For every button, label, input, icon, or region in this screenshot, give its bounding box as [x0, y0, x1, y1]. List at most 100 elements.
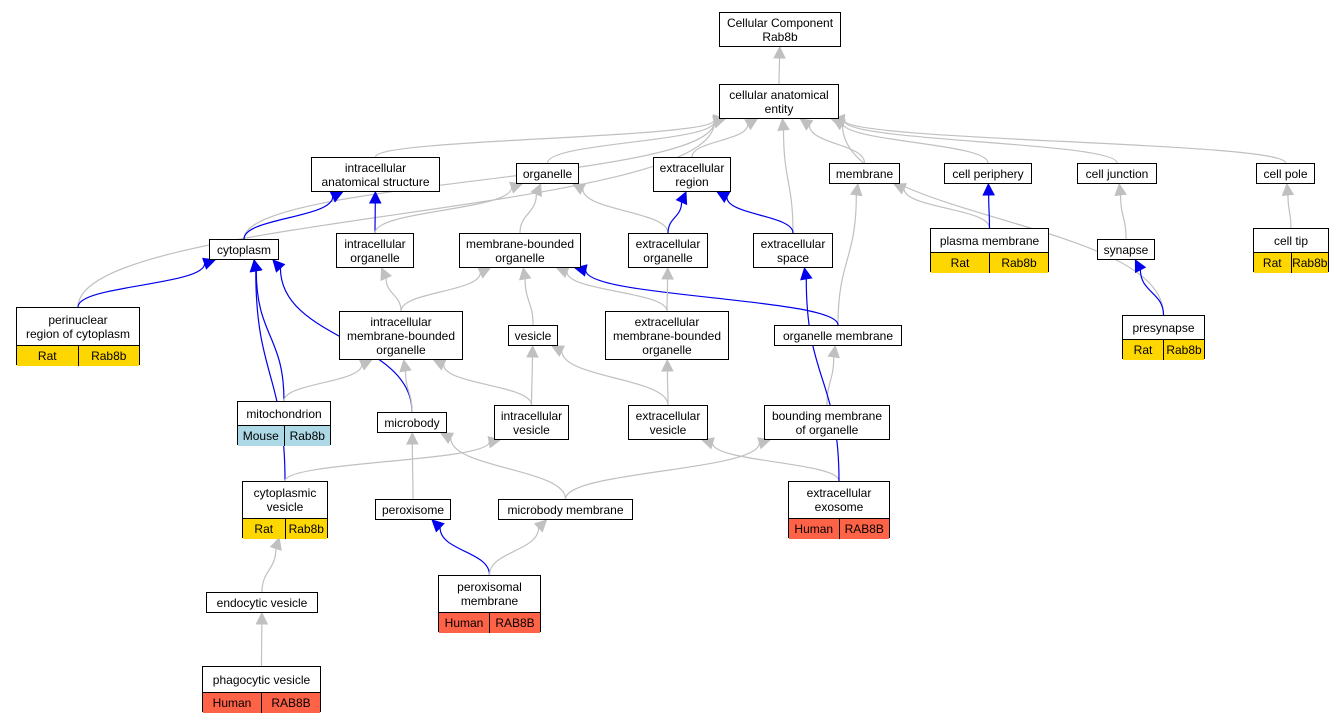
edge-perinuc-to-cytoplasm: [77, 263, 206, 308]
gene-cell: RAB8B: [838, 519, 889, 539]
edge-extspace-to-cae: [782, 129, 794, 234]
node-extspace[interactable]: extracellular space: [753, 233, 833, 268]
node-cellper[interactable]: cell periphery: [944, 163, 1032, 184]
node-extves[interactable]: extracellular vesicle: [628, 405, 708, 440]
node-label: intracellular organelle: [344, 236, 406, 265]
node-ias[interactable]: intracellular anatomical structure: [311, 157, 440, 192]
arrowhead-microbody-to-imbo: [399, 358, 412, 373]
node-label: organelle: [522, 166, 573, 181]
node-endoves[interactable]: endocytic vesicle: [206, 592, 318, 613]
arrowhead-endoves-to-cytves: [269, 536, 282, 551]
node-label: organelle membrane: [782, 328, 894, 343]
node-label: bounding membrane of organelle: [771, 408, 883, 437]
node-root[interactable]: Cellular Component Rab8b: [719, 12, 841, 47]
node-extreg[interactable]: extracellular region: [653, 157, 731, 192]
edge-synapse-to-celljunc: [1119, 194, 1127, 240]
arrowhead-imbo-to-intorg: [380, 266, 392, 282]
gene-cell: Rab8b: [1163, 340, 1204, 360]
arrowhead-vesicle-to-mbo: [518, 266, 532, 281]
edge-orgmem-to-mbo: [585, 270, 839, 326]
arrowhead-mbo-to-organelle: [530, 182, 542, 198]
node-orgmem[interactable]: organelle membrane: [774, 325, 902, 346]
node-label: intracellular vesicle: [500, 408, 563, 437]
arrowhead-extreg-to-cae: [744, 118, 759, 131]
edge-imbo-to-mbo: [400, 272, 481, 312]
arrowhead-intorg-to-ias: [368, 190, 382, 204]
edge-cytves-to-intves: [284, 441, 490, 482]
node-imbo[interactable]: intracellular membrane-bounded organelle: [339, 311, 463, 360]
node-label: microbody membrane: [507, 502, 624, 517]
edge-bmo-to-orgmem: [826, 356, 835, 406]
node-intves[interactable]: intracellular vesicle: [494, 405, 569, 440]
gene-cell: Rab8b: [77, 346, 139, 366]
node-intorg[interactable]: intracellular organelle: [336, 233, 414, 268]
node-vesicle[interactable]: vesicle: [508, 325, 558, 346]
node-mbmem[interactable]: microbody membrane: [498, 499, 633, 520]
arrowhead-cytves-to-cytoplasm: [249, 258, 263, 273]
node-cytoplasm[interactable]: cytoplasm: [209, 239, 279, 260]
edge-peroxmem-to-mbmem: [488, 527, 540, 576]
node-label: extracellular organelle: [635, 236, 701, 265]
arrowhead-exosome-to-extves: [700, 437, 715, 450]
arrowhead-mbmem-to-microbody: [440, 432, 455, 444]
node-organelle[interactable]: organelle: [516, 163, 579, 184]
node-membrane[interactable]: membrane: [829, 163, 900, 184]
node-label: intracellular membrane-bounded organelle: [346, 314, 456, 357]
node-label: extracellular region: [659, 160, 725, 189]
node-label: membrane: [835, 166, 894, 181]
arrowhead-mbmem-to-bmo: [757, 437, 772, 450]
species-cell: Rat: [1123, 340, 1163, 360]
arrowhead-celltip-to-cellpole: [1281, 182, 1295, 197]
node-extorg[interactable]: extracellular organelle: [628, 233, 708, 268]
node-label: synapse: [1103, 242, 1149, 257]
edge-vesicle-to-mbo: [524, 278, 534, 326]
arrowhead-extspace-to-extreg: [716, 191, 731, 204]
edge-cytves-to-cytoplasm: [255, 270, 286, 482]
node-perox[interactable]: peroxisome: [375, 499, 451, 520]
node-bmo[interactable]: bounding membrane of organelle: [764, 405, 890, 440]
node-label: extracellular vesicle: [635, 408, 701, 437]
arrowhead-synapse-to-celljunc: [1114, 182, 1127, 197]
species-cell: Mouse: [238, 426, 284, 446]
arrowhead-intorg-to-organelle: [509, 181, 524, 194]
species-cell: Rat: [1254, 253, 1291, 273]
node-synapse[interactable]: synapse: [1097, 239, 1155, 260]
node-cae[interactable]: cellular anatomical entity: [719, 84, 839, 119]
edge-presyn-to-synapse: [1139, 269, 1165, 316]
edge-endoves-to-cytves: [261, 548, 277, 593]
node-microbody[interactable]: microbody: [377, 412, 447, 433]
arrowhead-membrane-to-cae: [799, 118, 814, 131]
node-celljunc[interactable]: cell junction: [1077, 163, 1157, 184]
edge-embo-to-mbo: [566, 271, 668, 312]
node-label: extracellular exosome: [806, 486, 872, 514]
species-cell: Human: [203, 693, 261, 713]
arrowhead-embo-to-extorg: [661, 266, 674, 280]
arrowhead-plasmamem-to-membrane: [892, 183, 908, 195]
edge-extorg-to-organelle: [582, 188, 669, 234]
node-label: cell junction: [1085, 166, 1149, 181]
arrowhead-exosome-to-extspace: [800, 266, 813, 281]
edge-extves-to-vesicle: [561, 350, 669, 406]
node-label: cytoplasm: [216, 242, 272, 257]
node-label: mitochondrion: [246, 406, 322, 421]
edge-membrane-to-cae: [808, 125, 866, 164]
node-mbo[interactable]: membrane-bounded organelle: [459, 233, 581, 268]
arrowhead-phagoves-to-endoves: [255, 611, 269, 625]
edge-perinuc-to-cae: [77, 122, 716, 308]
node-cellpole[interactable]: cell pole: [1256, 163, 1315, 184]
node-embo[interactable]: extracellular membrane-bounded organelle: [605, 311, 729, 360]
node-label: perinuclear region of cytoplasm: [25, 312, 131, 341]
